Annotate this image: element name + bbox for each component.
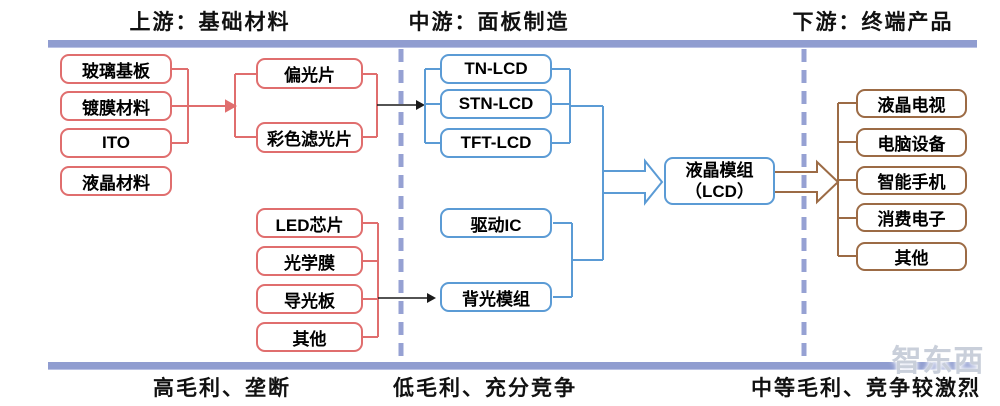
block-arrow-to-lcd-module	[603, 158, 664, 206]
arrow-head-black-2	[427, 293, 436, 303]
node-coating-materials: 镀膜材料	[60, 91, 172, 121]
top-stage-bar	[48, 40, 977, 48]
node-other-products: 其他	[856, 242, 967, 271]
upstream-connectors	[172, 68, 379, 338]
node-computer-equipment: 电脑设备	[856, 128, 967, 157]
node-lc-materials: 液晶材料	[60, 166, 172, 196]
node-other-parts: 其他	[256, 322, 363, 352]
stage-separators	[398, 49, 807, 362]
node-smartphone: 智能手机	[856, 166, 967, 195]
node-backlight-module: 背光模组	[440, 282, 552, 312]
header-midstream: 中游：面板制造	[408, 10, 570, 34]
cross-stage-arrows	[377, 100, 436, 303]
node-stn-lcd: STN-LCD	[440, 89, 552, 119]
node-lcd-tv: 液晶电视	[856, 89, 967, 118]
arrow-head-black-1	[416, 100, 425, 110]
header-upstream: 上游：基础材料	[129, 10, 291, 34]
node-glass-substrate: 玻璃基板	[60, 54, 172, 84]
footer-upstream: 高毛利、垄断	[153, 376, 291, 400]
node-led-chip: LED芯片	[256, 208, 363, 238]
arrow-head-red	[225, 99, 238, 113]
node-tn-lcd: TN-LCD	[440, 54, 552, 84]
node-light-guide-plate: 导光板	[256, 284, 363, 314]
header-downstream: 下游：终端产品	[792, 10, 954, 34]
node-driver-ic: 驱动IC	[440, 208, 552, 238]
node-lcd-module: 液晶模组 （LCD）	[664, 157, 775, 205]
bottom-stage-bar	[48, 362, 977, 370]
node-consumer-electronics: 消费电子	[856, 203, 967, 232]
lcd-module-line2: （LCD）	[685, 182, 754, 201]
node-optical-film: 光学膜	[256, 246, 363, 276]
node-tft-lcd: TFT-LCD	[440, 128, 552, 158]
watermark-logo: 智东西	[891, 345, 985, 378]
lcd-module-line1: 液晶模组	[685, 161, 754, 180]
midstream-connectors	[424, 68, 664, 298]
downstream-connectors	[775, 102, 857, 257]
node-ito: ITO	[60, 128, 172, 158]
footer-downstream: 中等毛利、竞争较激烈	[751, 376, 981, 400]
node-color-filter: 彩色滤光片	[256, 122, 363, 153]
footer-midstream: 低毛利、充分竞争	[393, 376, 577, 400]
node-polarizer: 偏光片	[256, 58, 363, 89]
